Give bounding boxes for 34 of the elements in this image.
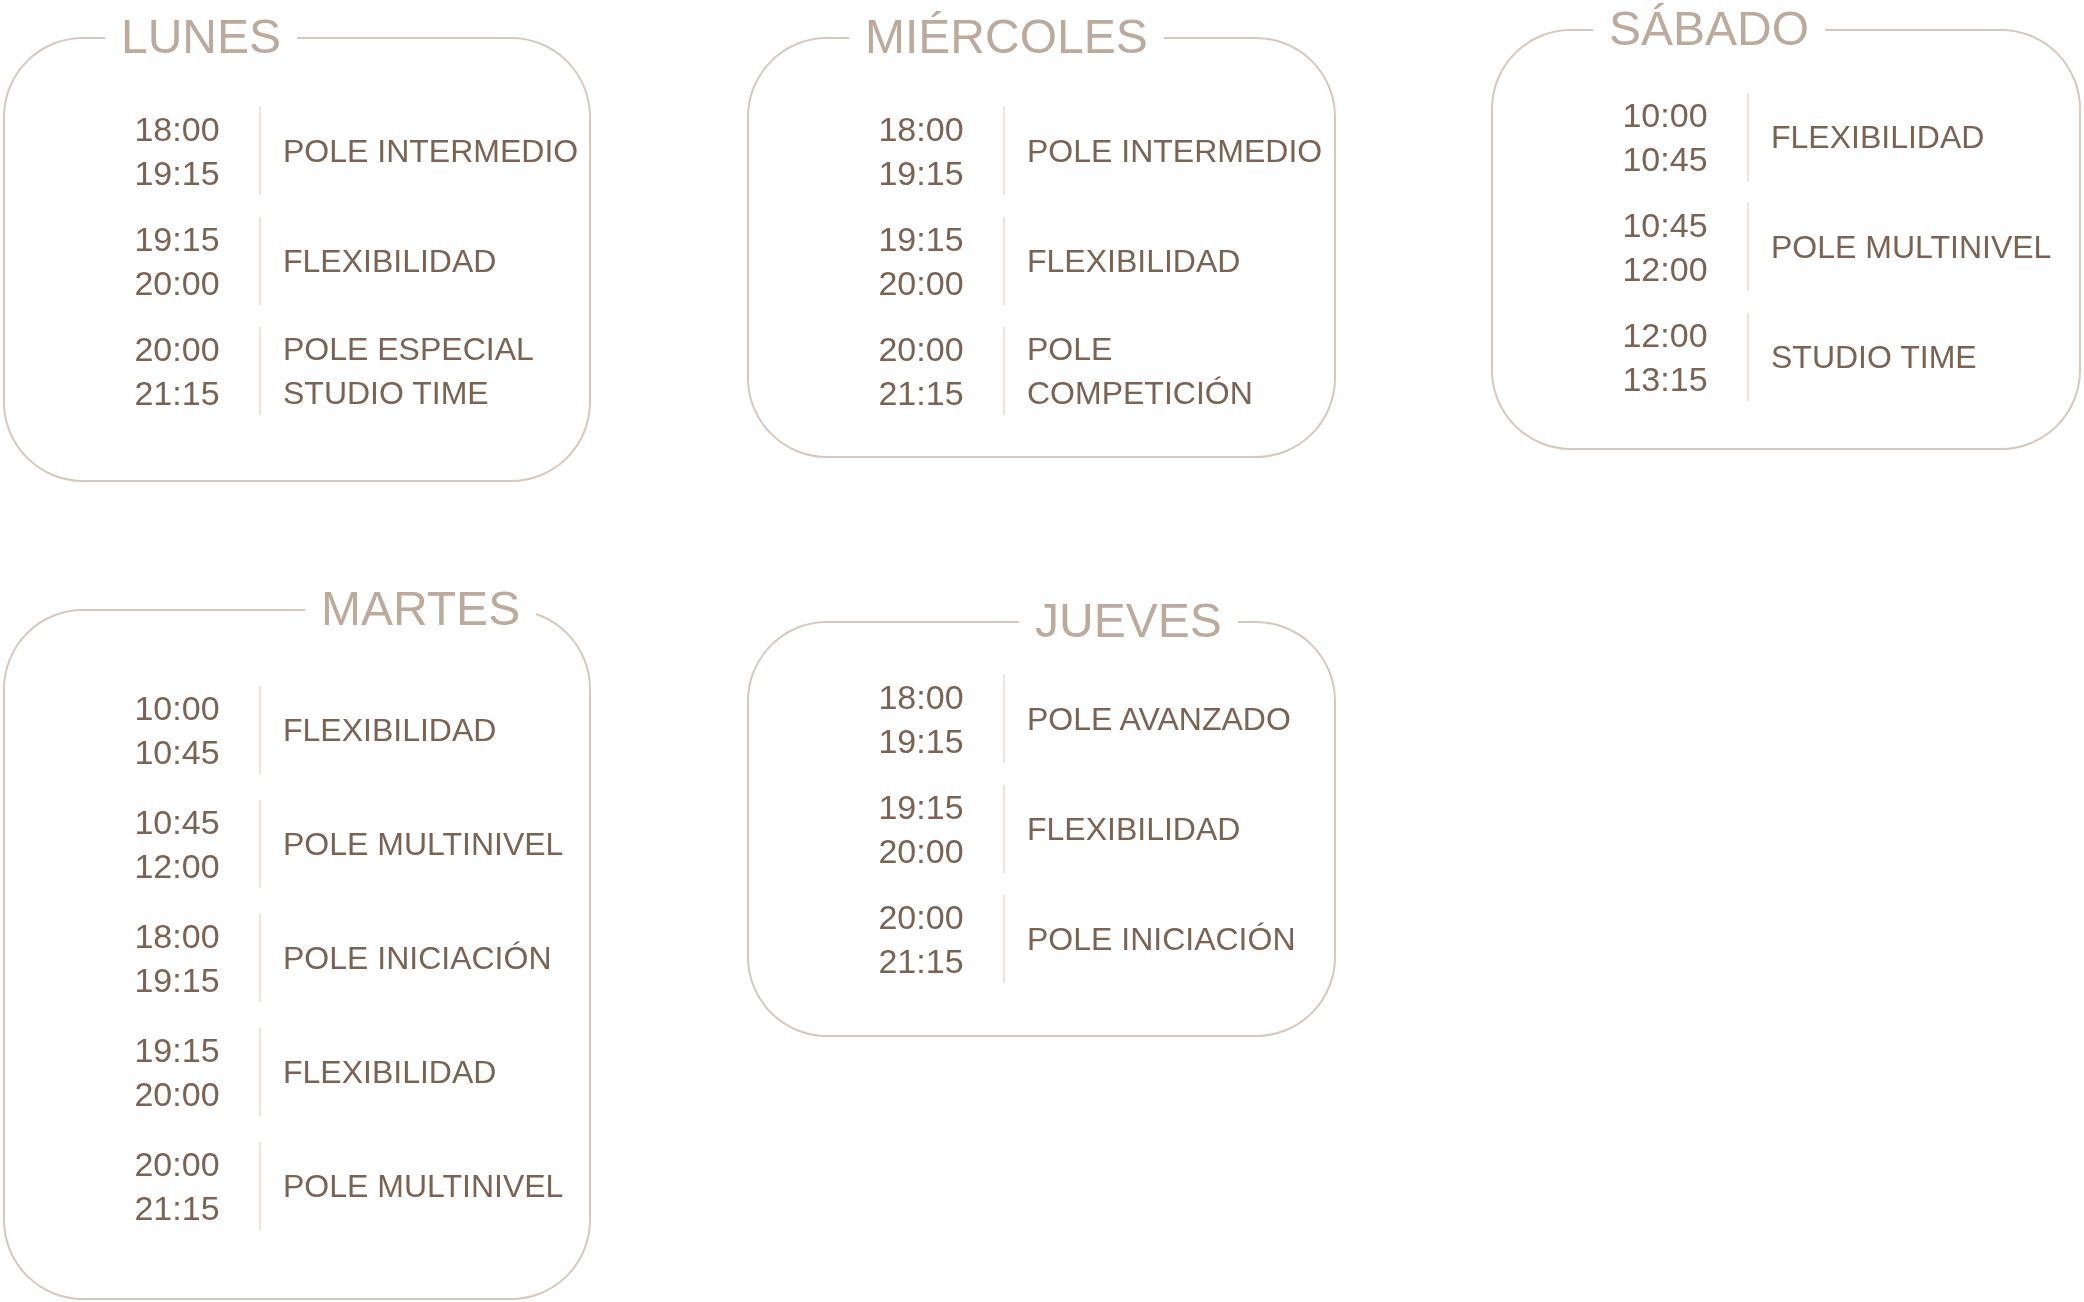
class-name: STUDIO TIME — [1771, 338, 1977, 377]
class-name: FLEXIBILIDAD — [283, 242, 497, 281]
time-range: 18:00 19:15 — [877, 677, 965, 762]
class-name: POLE AVANZADO — [1027, 700, 1291, 739]
time-range: 20:00 21:15 — [133, 1144, 221, 1229]
time-range: 19:15 20:00 — [133, 219, 221, 304]
class-name: FLEXIBILIDAD — [283, 1053, 497, 1092]
time-range: 18:00 19:15 — [133, 916, 221, 1001]
class-name: POLE INTERMEDIO — [283, 132, 579, 171]
time-range: 10:00 10:45 — [1621, 95, 1709, 180]
class-name: FLEXIBILIDAD — [1771, 118, 1985, 157]
time-range: 20:00 21:15 — [877, 329, 965, 414]
time-range: 12:00 13:15 — [1621, 315, 1709, 400]
time-range: 18:00 19:15 — [877, 109, 965, 194]
class-name: POLE INICIACIÓN — [283, 939, 552, 978]
class-name: FLEXIBILIDAD — [1027, 242, 1241, 281]
class-name: POLE INICIACIÓN — [1027, 920, 1296, 959]
class-name: POLE ESPECIAL STUDIO TIME — [283, 330, 534, 413]
time-range: 19:15 20:00 — [877, 219, 965, 304]
class-name: POLE INTERMEDIO — [1027, 132, 1323, 171]
time-range: 10:45 12:00 — [133, 802, 221, 887]
class-name: FLEXIBILIDAD — [1027, 810, 1241, 849]
time-range: 20:00 21:15 — [133, 329, 221, 414]
time-range: 19:15 20:00 — [133, 1030, 221, 1115]
class-name: POLE MULTINIVEL — [1771, 228, 2052, 267]
time-range: 18:00 19:15 — [133, 109, 221, 194]
class-name: POLE MULTINIVEL — [283, 1167, 564, 1206]
time-range: 20:00 21:15 — [877, 897, 965, 982]
time-range: 10:00 10:45 — [133, 688, 221, 773]
class-name: FLEXIBILIDAD — [283, 711, 497, 750]
class-name: POLE COMPETICIÓN — [1027, 330, 1254, 413]
class-name: POLE MULTINIVEL — [283, 825, 564, 864]
time-range: 10:45 12:00 — [1621, 205, 1709, 290]
time-range: 19:15 20:00 — [877, 787, 965, 872]
